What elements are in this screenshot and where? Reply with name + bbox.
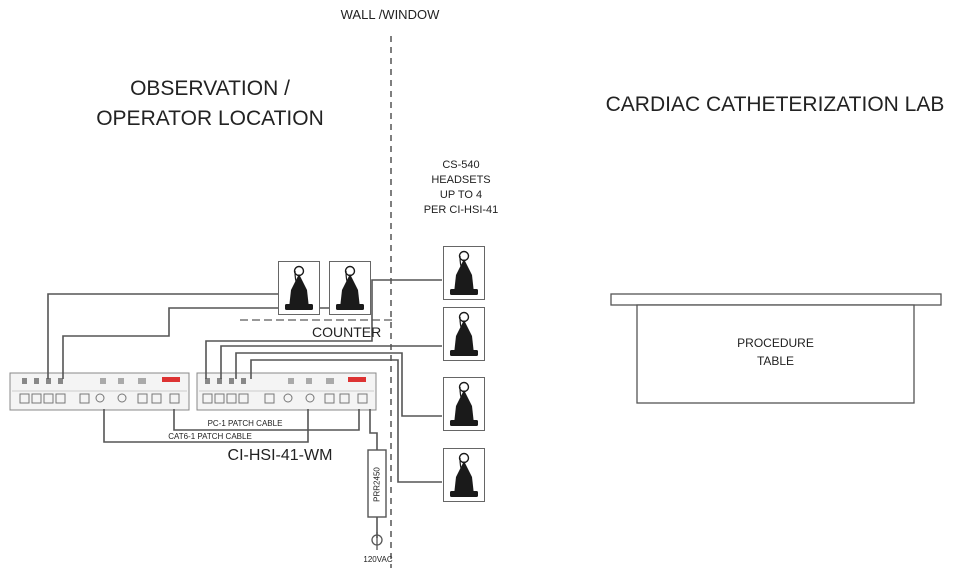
headset-on-base-icon: [450, 452, 478, 497]
procedure-table-label-line-1: PROCEDURE: [737, 336, 814, 350]
headset-on-base-icon: [285, 265, 313, 310]
headset-station-lab-4: [443, 448, 485, 502]
headset-station-observation-2: [329, 261, 371, 315]
headset-station-lab-2: [443, 307, 485, 361]
headset-station-lab-3: [443, 377, 485, 431]
unit-label: CI-HSI-41-WM: [227, 447, 333, 464]
rack-unit-right: [196, 372, 377, 411]
rack-unit-left: [9, 372, 190, 411]
headset-station-lab-1: [443, 246, 485, 300]
power-outlet-icon: [371, 532, 383, 550]
procedure-table-label: PROCEDURE TABLE: [637, 334, 914, 370]
cat6-patch-cable-label: CAT6-1 PATCH CABLE: [168, 432, 252, 441]
wiring: [47, 279, 442, 538]
observation-label-line-2: OPERATOR LOCATION: [96, 107, 324, 130]
headset-station-observation-1: [278, 261, 320, 315]
headset-on-base-icon: [450, 381, 478, 426]
observation-label: OBSERVATION / OPERATOR LOCATION: [60, 74, 360, 134]
observation-label-line-1: OBSERVATION /: [130, 77, 290, 100]
procedure-table-label-line-2: TABLE: [756, 354, 795, 368]
headsets-note-line-2: HEADSETS: [431, 174, 491, 186]
headsets-note-line-1: CS-540: [442, 159, 480, 171]
wall-window-label: WALL /WINDOW: [340, 7, 440, 22]
headsets-note-line-3: UP TO 4: [439, 189, 483, 201]
headset-on-base-icon: [450, 250, 478, 295]
power-supply-label: PRR2450: [372, 467, 382, 502]
lab-label: CARDIAC CATHETERIZATION LAB: [605, 93, 945, 116]
pc-patch-cable-label: PC-1 PATCH CABLE: [207, 419, 283, 428]
headset-on-base-icon: [336, 265, 364, 310]
voltage-label: 120VAC: [363, 555, 393, 564]
headset-on-base-icon: [450, 311, 478, 356]
counter-label: COUNTER: [312, 324, 382, 340]
power-supply-box: [367, 449, 387, 518]
procedure-table: [610, 293, 942, 404]
headsets-note-line-4: PER CI-HSI-41: [423, 204, 499, 216]
headsets-note: CS-540 HEADSETS UP TO 4 PER CI-HSI-41: [400, 158, 522, 218]
